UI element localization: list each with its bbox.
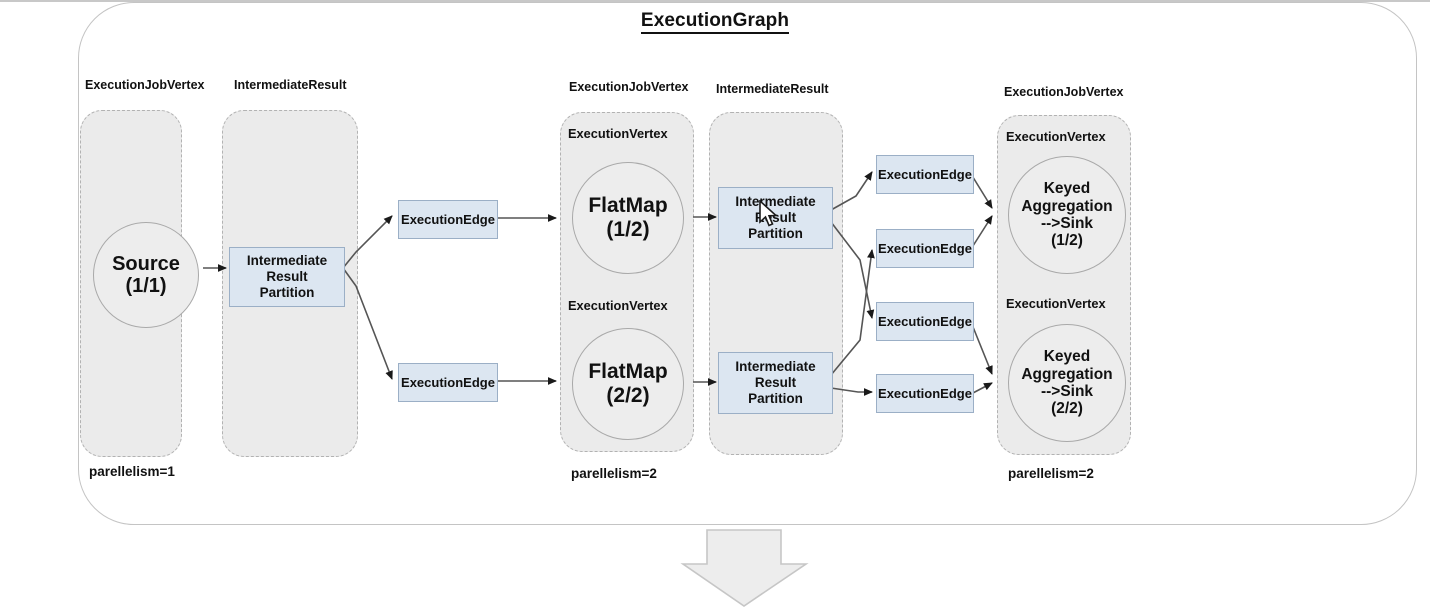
irp-0-line3: Partition bbox=[259, 284, 315, 300]
node-sink-1-line4: (1/2) bbox=[1051, 232, 1083, 250]
caption-intermediate-result-1: IntermediateResult bbox=[234, 78, 347, 92]
node-flatmap-1-line2: (1/2) bbox=[606, 218, 650, 241]
node-flatmap-2-line1: FlatMap bbox=[588, 360, 668, 384]
node-flatmap-1-line1: FlatMap bbox=[588, 194, 668, 218]
irp-2-line3: Partition bbox=[748, 390, 803, 406]
caption-intermediate-result-2: IntermediateResult bbox=[716, 82, 829, 96]
execution-edge-1[interactable]: ExecutionEdge bbox=[398, 200, 498, 239]
node-flatmap-1[interactable]: FlatMap (1/2) bbox=[572, 162, 684, 274]
page-title-text: ExecutionGraph bbox=[640, 10, 790, 34]
irp-0-line1: Intermediate bbox=[246, 253, 328, 269]
execution-edge-6[interactable]: ExecutionEdge bbox=[876, 374, 974, 413]
execution-edge-4[interactable]: ExecutionEdge bbox=[876, 229, 974, 268]
page-title: ExecutionGraph bbox=[0, 10, 1430, 34]
node-sink-1-line3: -->Sink bbox=[1040, 215, 1094, 232]
execution-edge-3[interactable]: ExecutionEdge bbox=[876, 155, 974, 194]
down-arrow-icon bbox=[680, 529, 809, 607]
node-keyed-aggregation-sink-2[interactable]: Keyed Aggregation -->Sink (2/2) bbox=[1008, 324, 1126, 442]
top-edge-hairline bbox=[0, 0, 1430, 2]
node-source-line2: (1/1) bbox=[125, 275, 167, 297]
caption-execution-job-vertex-3: ExecutionJobVertex bbox=[1004, 85, 1124, 99]
node-sink-2-line4: (2/2) bbox=[1051, 400, 1083, 418]
irp-1-line2: Result bbox=[754, 210, 797, 226]
node-source-line1: Source bbox=[112, 252, 180, 275]
irp-0-line2: Result bbox=[266, 269, 308, 285]
node-sink-1-line1: Keyed bbox=[1043, 180, 1091, 198]
intermediate-result-partition-0[interactable]: Intermediate Result Partition bbox=[229, 247, 345, 307]
node-sink-1-line2: Aggregation bbox=[1021, 197, 1113, 215]
label-execution-vertex-sink-1: ExecutionVertex bbox=[1006, 129, 1106, 144]
node-flatmap-2-line2: (2/2) bbox=[606, 384, 650, 407]
intermediate-result-partition-2[interactable]: Intermediate Result Partition bbox=[718, 352, 833, 414]
caption-execution-job-vertex-2: ExecutionJobVertex bbox=[569, 80, 689, 94]
irp-2-line1: Intermediate bbox=[735, 359, 816, 375]
label-execution-vertex-flatmap-2: ExecutionVertex bbox=[568, 298, 668, 313]
node-sink-2-line1: Keyed bbox=[1043, 348, 1091, 366]
parallelism-label-1: parellelism=1 bbox=[89, 464, 175, 479]
intermediate-result-partition-1[interactable]: Intermediate Result Partition bbox=[718, 187, 833, 249]
execution-edge-5[interactable]: ExecutionEdge bbox=[876, 302, 974, 341]
node-source[interactable]: Source (1/1) bbox=[93, 222, 199, 328]
node-flatmap-2[interactable]: FlatMap (2/2) bbox=[572, 328, 684, 440]
irp-1-line3: Partition bbox=[748, 225, 803, 241]
execution-edge-2[interactable]: ExecutionEdge bbox=[398, 363, 498, 402]
irp-2-line2: Result bbox=[754, 375, 797, 391]
execution-graph-container bbox=[78, 2, 1417, 525]
node-sink-2-line3: -->Sink bbox=[1040, 383, 1094, 400]
irp-1-line1: Intermediate bbox=[735, 194, 816, 210]
node-sink-2-line2: Aggregation bbox=[1021, 365, 1113, 383]
label-execution-vertex-flatmap-1: ExecutionVertex bbox=[568, 126, 668, 141]
label-execution-vertex-sink-2: ExecutionVertex bbox=[1006, 296, 1106, 311]
parallelism-label-3: parellelism=2 bbox=[1008, 466, 1094, 481]
node-keyed-aggregation-sink-1[interactable]: Keyed Aggregation -->Sink (1/2) bbox=[1008, 156, 1126, 274]
parallelism-label-2: parellelism=2 bbox=[571, 466, 657, 481]
caption-execution-job-vertex-1: ExecutionJobVertex bbox=[85, 78, 205, 92]
